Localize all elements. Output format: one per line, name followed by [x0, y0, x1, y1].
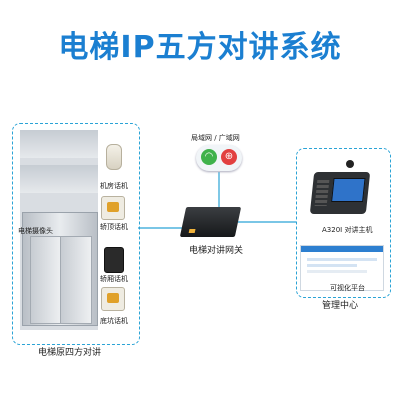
elevator-caption: 电梯原四方对讲	[38, 348, 102, 358]
car-top-phone-icon	[101, 196, 125, 220]
network-label: 局域网 / 广域网	[191, 134, 240, 142]
page-title: 电梯IP五方对讲系统	[58, 30, 342, 65]
machine-room-floor	[20, 130, 98, 158]
gateway-device	[179, 207, 242, 237]
platform-label: 可视化平台	[330, 284, 365, 292]
elevator-door-right	[60, 236, 92, 324]
in-car-phone-icon	[104, 247, 124, 273]
device-label-machine: 机房话机	[100, 182, 128, 190]
gateway-label: 电梯对讲网关	[189, 246, 244, 256]
device-label-cartop: 轿顶话机	[100, 223, 128, 231]
machine-room-phone-icon	[106, 144, 122, 170]
host-label: A320I 对讲主机	[322, 226, 373, 234]
management-center-panel	[296, 148, 391, 298]
globe-icon: ⊕	[221, 149, 237, 165]
device-label-pit: 底坑话机	[100, 317, 128, 325]
wifi-icon: ◠	[201, 149, 217, 165]
camera-label: 电梯摄像头	[18, 227, 53, 235]
shaft-floor	[20, 165, 98, 193]
gooseneck-mic-icon	[346, 160, 354, 168]
device-label-incar: 轿厢话机	[100, 275, 128, 283]
elevator-panel	[12, 123, 140, 345]
pit-phone-icon	[101, 287, 125, 311]
center-caption: 管理中心	[322, 301, 359, 311]
platform-screen-icon	[300, 245, 384, 291]
